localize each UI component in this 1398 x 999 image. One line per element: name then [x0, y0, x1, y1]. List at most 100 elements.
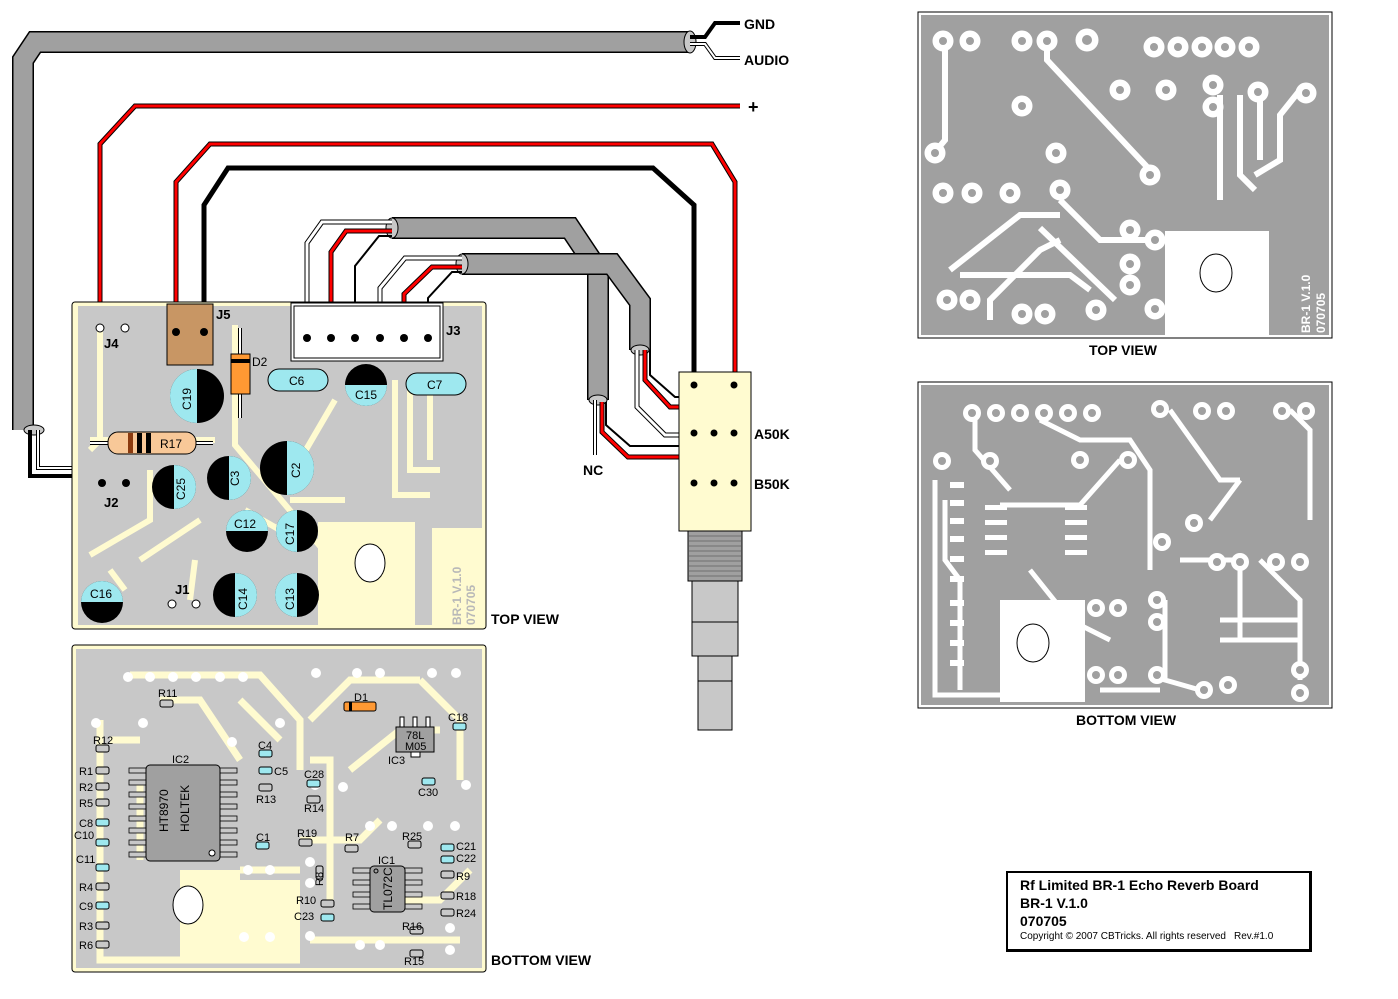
svg-text:R19: R19: [297, 828, 317, 840]
bottom-board: HT8970 HOLTEK IC2 TL072C IC1 78L M05 IC3…: [71, 644, 487, 973]
svg-text:C8: C8: [79, 818, 93, 830]
pcb-bottom-view: [917, 381, 1333, 709]
film-bottom-view-label: BOTTOM VIEW: [1076, 712, 1177, 728]
svg-text:TL072C: TL072C: [381, 867, 395, 910]
svg-text:R5: R5: [79, 798, 93, 810]
bottom-view-label: BOTTOM VIEW: [491, 952, 592, 968]
svg-text:R6: R6: [79, 940, 93, 952]
smd-r25: R25: [402, 831, 422, 849]
svg-text:R25: R25: [402, 831, 422, 843]
smd-r9: R9: [440, 870, 470, 883]
ic3-label: IC3: [388, 755, 405, 767]
svg-text:R13: R13: [256, 794, 276, 806]
smd-c11: C11: [76, 854, 110, 872]
svg-text:R2: R2: [79, 782, 93, 794]
svg-text:C23: C23: [294, 911, 314, 923]
svg-text:R14: R14: [304, 803, 324, 815]
c15-capacitor: C15: [345, 364, 387, 406]
ic1-label: IC1: [378, 855, 395, 867]
svg-text:C2: C2: [289, 462, 303, 478]
svg-text:R18: R18: [456, 891, 476, 903]
smd-c8: C8: [79, 818, 110, 830]
smd-c22: C22: [440, 853, 476, 865]
smd-r4: R4: [79, 882, 110, 894]
c13-capacitor: C13: [275, 573, 319, 617]
svg-text:R8: R8: [314, 872, 326, 886]
svg-text:C10: C10: [74, 830, 94, 842]
smd-r11: R11: [158, 688, 177, 708]
film-top-date: 070705: [1314, 293, 1328, 333]
smd-r6: R6: [79, 940, 110, 952]
copyright-text: Copyright © 2007 CBTricks. All rights re…: [1020, 931, 1226, 942]
pot-b-label: B50K: [754, 476, 790, 492]
title-text: Rf Limited BR-1 Echo Reverb Board: [1020, 877, 1259, 893]
board-version-text: BR-1 V.1.0: [450, 566, 464, 625]
svg-text:C30: C30: [418, 787, 438, 799]
ic1-chip: TL072C: [352, 865, 423, 913]
smd-c5: C5: [258, 766, 288, 778]
svg-text:C11: C11: [76, 854, 95, 866]
smd-c21: C21: [440, 841, 476, 853]
board-date-text: 070705: [464, 585, 478, 625]
pot-a-label: A50K: [754, 426, 790, 442]
svg-text:78L: 78L: [406, 730, 424, 742]
svg-text:C25: C25: [174, 478, 188, 500]
svg-text:C22: C22: [456, 853, 476, 865]
ic2-chip: HT8970 HOLTEK: [128, 764, 238, 862]
pot-black-wire: [201, 165, 697, 380]
pcb-top-view: BR-1 V.1.0 070705: [917, 11, 1333, 339]
j5-label: J5: [216, 307, 230, 322]
c17-capacitor: C16: [81, 581, 123, 623]
smd-r8: R8: [314, 865, 326, 886]
svg-text:C21: C21: [456, 841, 476, 853]
j1-label: J1: [175, 582, 189, 597]
svg-text:R12: R12: [93, 735, 113, 747]
copyright-line: Copyright © 2007 CBTricks. All rights re…: [1020, 930, 1309, 944]
c19-capacitor: C19: [170, 369, 224, 423]
svg-text:C1: C1: [256, 832, 270, 844]
svg-text:C28: C28: [304, 769, 324, 781]
d2-label: D2: [252, 355, 268, 369]
gnd-label: GND: [744, 16, 775, 32]
r17-label: R17: [160, 437, 182, 451]
smd-c1: C1: [255, 832, 270, 850]
smd-r24: R24: [440, 908, 476, 920]
svg-text:C19: C19: [180, 388, 194, 410]
svg-text:R24: R24: [456, 908, 476, 920]
title-block: Rf Limited BR-1 Echo Reverb Board BR-1 V…: [1006, 871, 1312, 952]
svg-text:R16: R16: [402, 921, 422, 933]
c2-capacitor: C2: [260, 441, 314, 495]
top-view-label: TOP VIEW: [491, 611, 560, 627]
svg-text:R11: R11: [158, 688, 177, 700]
svg-text:R15: R15: [404, 956, 424, 968]
smd-r7: R7: [344, 832, 359, 853]
svg-text:HT8970: HT8970: [157, 789, 171, 832]
pot-cable-a: [304, 217, 736, 484]
smd-r5: R5: [79, 798, 110, 810]
smd-r3: R3: [79, 921, 110, 933]
smd-r15: R15: [404, 949, 424, 968]
svg-text:C16: C16: [90, 587, 112, 601]
svg-text:C14: C14: [236, 588, 250, 610]
film-top-version: BR-1 V.1.0: [1299, 274, 1313, 333]
c16-capacitor: C17: [276, 510, 318, 552]
smd-r16: R16: [402, 921, 424, 935]
svg-text:C18: C18: [448, 712, 468, 724]
svg-text:C17: C17: [283, 523, 297, 545]
model-text: BR-1 V.1.0: [1020, 895, 1088, 911]
c6-label: C6: [289, 374, 305, 388]
top-board: J4 J5 J3 D2 R17 J2 J1 C6 C7: [71, 301, 487, 630]
svg-text:R1: R1: [79, 766, 93, 778]
smd-r14: R14: [304, 795, 324, 815]
smd-c23: C23: [294, 911, 335, 923]
c7-label: C7: [427, 378, 443, 392]
smd-r19: R19: [297, 828, 317, 847]
svg-text:C9: C9: [79, 901, 93, 913]
svg-text:R10: R10: [296, 895, 316, 907]
smd-c30: C30: [418, 777, 438, 799]
svg-text:C13: C13: [283, 588, 297, 610]
smd-c9: C9: [79, 901, 110, 913]
svg-text:C5: C5: [274, 766, 288, 778]
